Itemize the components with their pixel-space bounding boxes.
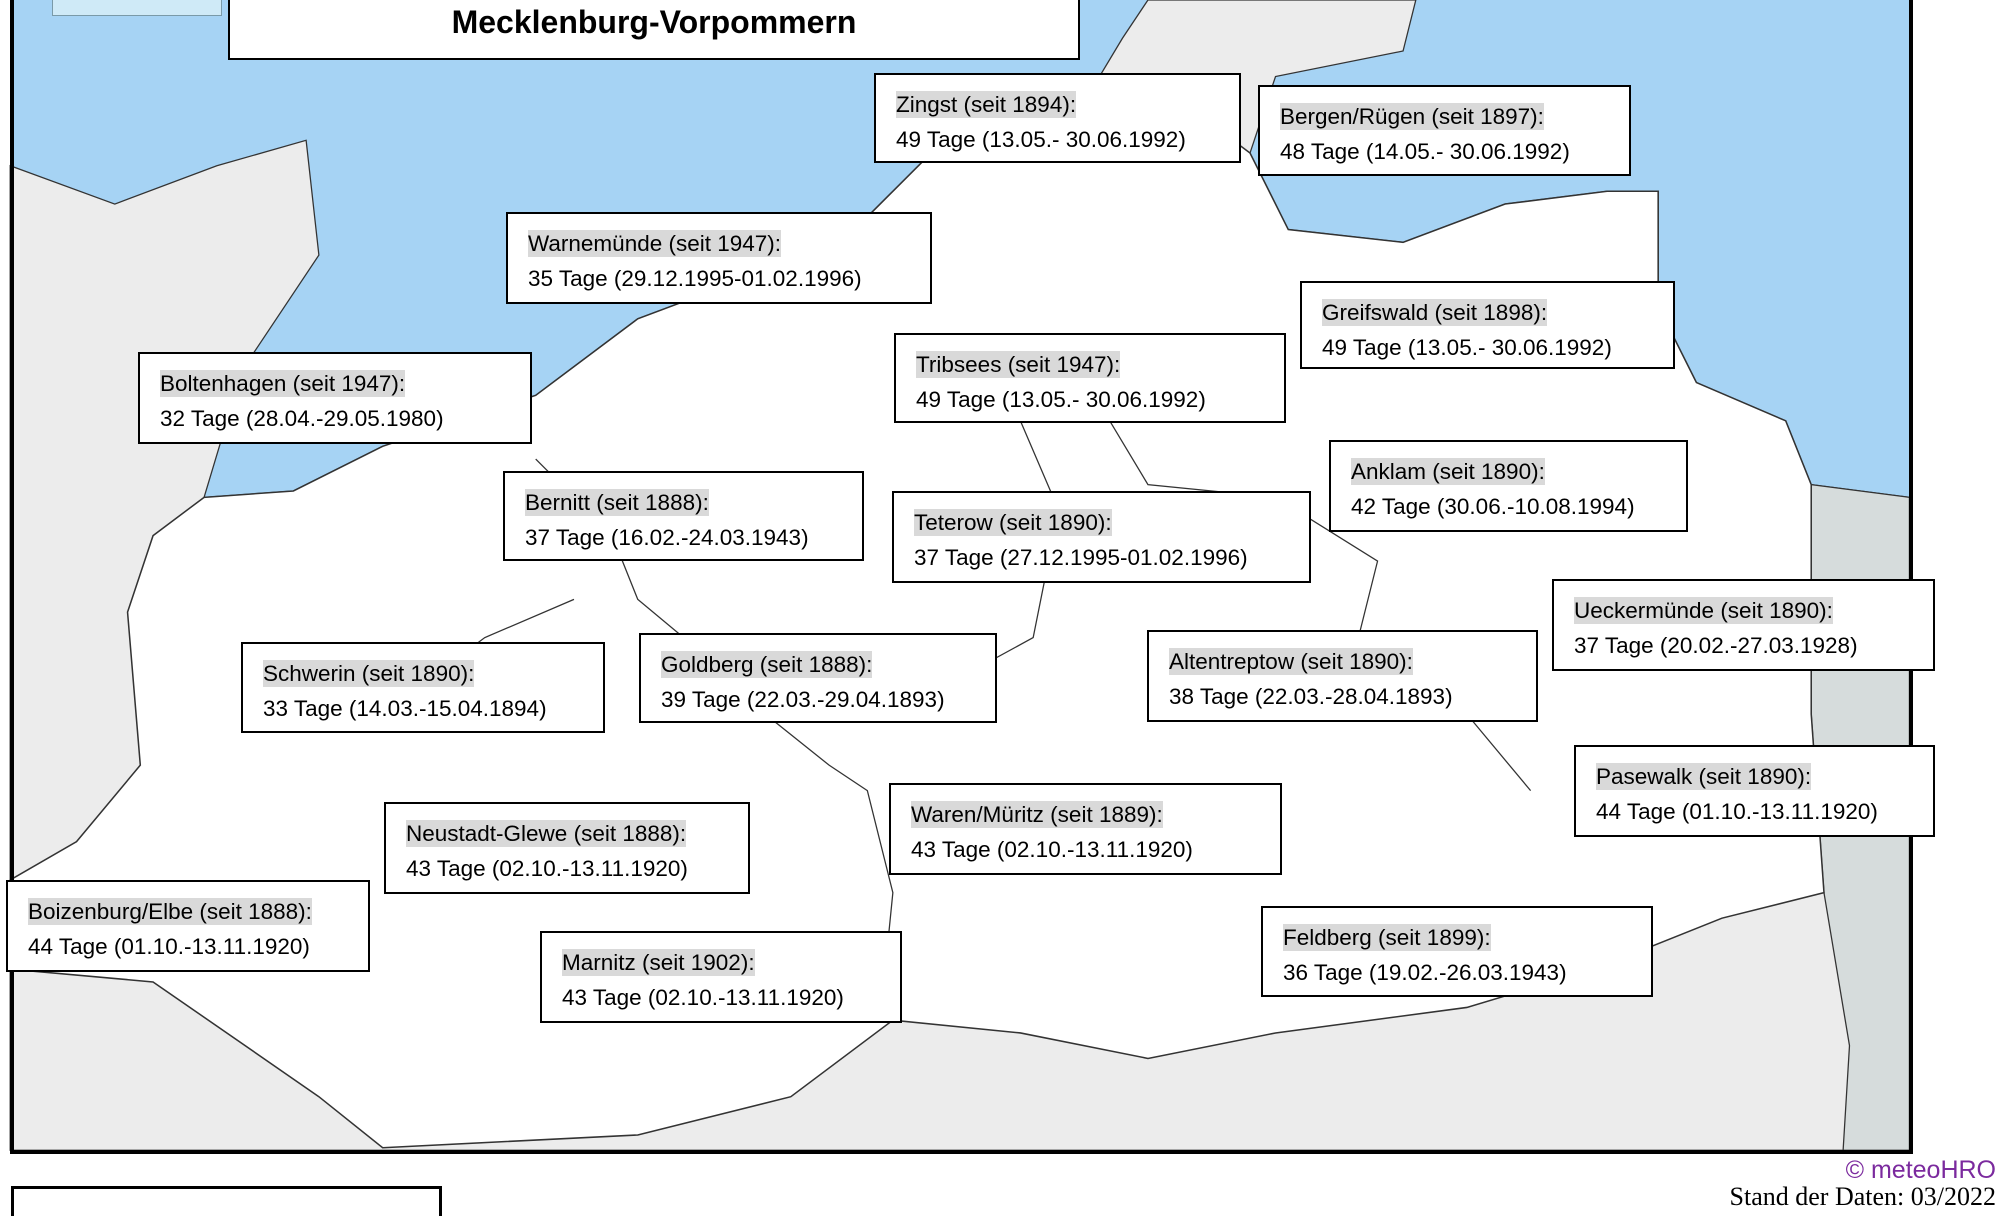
station-label-boizenburg: Boizenburg/Elbe (seit 1888): 44 Tage (01.… — [6, 880, 370, 972]
station-label-teterow: Teterow (seit 1890): 37 Tage (27.12.1995-… — [892, 491, 1311, 583]
station-label-feldberg: Feldberg (seit 1899): 36 Tage (19.02.-26.… — [1261, 906, 1653, 997]
station-label-pasewalk: Pasewalk (seit 1890): 44 Tage (01.10.-13.… — [1574, 745, 1935, 837]
station-value: 43 Tage (02.10.-13.11.1920) — [562, 985, 844, 1010]
station-header: Greifswald (seit 1898): — [1322, 299, 1548, 326]
station-label-waren: Waren/Müritz (seit 1889): 43 Tage (02.10.… — [889, 783, 1282, 875]
station-header: Boltenhagen (seit 1947): — [160, 370, 406, 397]
station-value: 37 Tage (27.12.1995-01.02.1996) — [914, 545, 1248, 570]
station-value: 43 Tage (02.10.-13.11.1920) — [911, 837, 1193, 862]
station-value: 49 Tage (13.05.- 30.06.1992) — [1322, 335, 1612, 360]
station-header: Zingst (seit 1894): — [896, 91, 1077, 118]
station-header: Teterow (seit 1890): — [914, 509, 1112, 536]
station-label-bernitt: Bernitt (seit 1888): 37 Tage (16.02.-24.0… — [503, 471, 864, 561]
station-label-ueckermuende: Ueckermünde (seit 1890): 37 Tage (20.02.-… — [1552, 579, 1935, 671]
station-value: 49 Tage (13.05.- 30.06.1992) — [896, 127, 1186, 152]
station-value: 44 Tage (01.10.-13.11.1920) — [1596, 799, 1878, 824]
station-value: 38 Tage (22.03.-28.04.1893) — [1169, 684, 1453, 709]
data-date-text: Stand der Daten: 03/2022 — [1729, 1182, 1996, 1211]
station-label-bergen: Bergen/Rügen (seit 1897): 48 Tage (14.05.… — [1258, 85, 1631, 176]
station-label-warnemuende: Warnemünde (seit 1947): 35 Tage (29.12.19… — [506, 212, 932, 304]
copyright-text: © meteoHRO — [1845, 1156, 1996, 1184]
scale-bar-box — [52, 0, 222, 16]
station-label-marnitz: Marnitz (seit 1902): 43 Tage (02.10.-13.1… — [540, 931, 902, 1023]
station-header: Schwerin (seit 1890): — [263, 660, 475, 687]
station-label-altentreptow: Altentreptow (seit 1890): 38 Tage (22.03.… — [1147, 630, 1538, 722]
station-header: Boizenburg/Elbe (seit 1888): — [28, 898, 312, 925]
station-value: 43 Tage (02.10.-13.11.1920) — [406, 856, 688, 881]
station-label-schwerin: Schwerin (seit 1890): 33 Tage (14.03.-15.… — [241, 642, 605, 733]
map-title: Mecklenburg-Vorpommern — [451, 4, 857, 40]
station-value: 49 Tage (13.05.- 30.06.1992) — [916, 387, 1206, 412]
map-title-box: Mecklenburg-Vorpommern — [228, 0, 1080, 60]
station-header: Marnitz (seit 1902): — [562, 949, 755, 976]
station-value: 33 Tage (14.03.-15.04.1894) — [263, 696, 547, 721]
station-header: Bernitt (seit 1888): — [525, 489, 709, 516]
station-value: 42 Tage (30.06.-10.08.1994) — [1351, 494, 1635, 519]
station-header: Neustadt-Glewe (seit 1888): — [406, 820, 687, 847]
station-value: 35 Tage (29.12.1995-01.02.1996) — [528, 266, 862, 291]
station-header: Tribsees (seit 1947): — [916, 351, 1121, 378]
station-header: Pasewalk (seit 1890): — [1596, 763, 1812, 790]
station-label-tribsees: Tribsees (seit 1947): 49 Tage (13.05.- 30… — [894, 333, 1286, 423]
legend-box — [11, 1186, 442, 1216]
station-header: Anklam (seit 1890): — [1351, 458, 1545, 485]
station-header: Warnemünde (seit 1947): — [528, 230, 782, 257]
station-value: 36 Tage (19.02.-26.03.1943) — [1283, 960, 1567, 985]
station-header: Waren/Müritz (seit 1889): — [911, 801, 1163, 828]
station-value: 48 Tage (14.05.- 30.06.1992) — [1280, 139, 1570, 164]
station-header: Feldberg (seit 1899): — [1283, 924, 1491, 951]
station-value: 37 Tage (16.02.-24.03.1943) — [525, 525, 809, 550]
station-label-greifswald: Greifswald (seit 1898): 49 Tage (13.05.- … — [1300, 281, 1675, 369]
station-value: 44 Tage (01.10.-13.11.1920) — [28, 934, 310, 959]
station-value: 39 Tage (22.03.-29.04.1893) — [661, 687, 945, 712]
station-label-goldberg: Goldberg (seit 1888): 39 Tage (22.03.-29.… — [639, 633, 997, 723]
station-header: Goldberg (seit 1888): — [661, 651, 873, 678]
station-header: Ueckermünde (seit 1890): — [1574, 597, 1833, 624]
station-label-neustadt-glewe: Neustadt-Glewe (seit 1888): 43 Tage (02.1… — [384, 802, 750, 894]
station-header: Altentreptow (seit 1890): — [1169, 648, 1413, 675]
station-label-boltenhagen: Boltenhagen (seit 1947): 32 Tage (28.04.-… — [138, 352, 532, 444]
station-label-anklam: Anklam (seit 1890): 42 Tage (30.06.-10.08… — [1329, 440, 1688, 532]
station-header: Bergen/Rügen (seit 1897): — [1280, 103, 1544, 130]
station-label-zingst: Zingst (seit 1894): 49 Tage (13.05.- 30.0… — [874, 73, 1241, 163]
station-value: 32 Tage (28.04.-29.05.1980) — [160, 406, 444, 431]
station-value: 37 Tage (20.02.-27.03.1928) — [1574, 633, 1858, 658]
